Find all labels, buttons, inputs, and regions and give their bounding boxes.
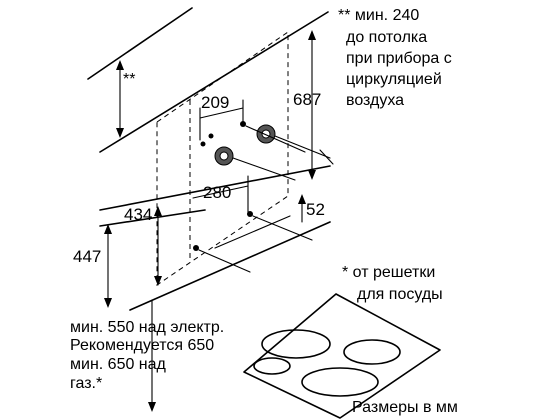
ceiling-note-line5: воздуха (346, 92, 404, 109)
ceiling-line (87, 7, 193, 80)
hood-bottom-edge (99, 209, 206, 227)
cooktop-zone-3 (253, 357, 291, 375)
ceiling-note-line3: при прибора с (346, 50, 452, 67)
dim-447-label: 447 (73, 247, 101, 266)
ceiling-note-line1: ** мин. 240 (338, 7, 419, 24)
hob-arrow-down (148, 402, 156, 412)
hood-inner-line (214, 215, 291, 249)
dim-52-label: 52 (306, 200, 325, 219)
grille-note-line1: * от решетки (342, 264, 435, 281)
screw-lower-right (247, 211, 313, 241)
hob-note-line4: газ.* (70, 375, 102, 392)
dim-280-line (192, 185, 249, 199)
hob-note-line1: мин. 550 над электр. (70, 319, 224, 336)
ceiling-mark-label: ** (123, 71, 135, 88)
dim-434-arrow-up (154, 206, 162, 216)
ceiling-lower-line (99, 11, 329, 153)
ceiling-note-line4: циркуляцией (346, 71, 442, 88)
hood-lower-line (129, 221, 331, 311)
hob-note-line3: мин. 650 над (70, 356, 167, 373)
wall-plug-upper-right (256, 124, 334, 165)
dim-687-label: 687 (293, 90, 321, 109)
cooktop-zone-1 (261, 329, 331, 359)
cooktop-zone-2 (343, 339, 401, 365)
wall-plug-upper-left (214, 146, 296, 181)
dim-209-label: 209 (201, 93, 229, 112)
cooktop (243, 293, 441, 419)
hood-top-edge (99, 165, 331, 211)
hob-note-line2: Рекомендуется 650 (70, 337, 214, 354)
grille-note-line2: для посуды (357, 286, 443, 303)
ceiling-note-line2: до потолка (346, 29, 427, 46)
screw-mid (200, 133, 214, 147)
dim-687-arrow-up (308, 30, 316, 40)
ceiling-arrow-down (116, 128, 124, 138)
cooktop-outline (243, 293, 441, 419)
dim-434-label: 434 (124, 205, 152, 224)
screw-lower-left (193, 245, 251, 273)
dim-280-label: 280 (203, 183, 231, 202)
dim-687-arrow-down (308, 170, 316, 180)
cooktop-zone-4 (301, 367, 379, 397)
screw-upper (240, 121, 306, 153)
units-note: Размеры в мм (352, 399, 458, 416)
dim-447-arrow-down (104, 298, 112, 308)
dim-434-arrow-down (154, 276, 162, 286)
dim-447-arrow-up (104, 224, 112, 234)
mounting-area-outline (156, 31, 289, 286)
ceiling-arrow-up (116, 60, 124, 70)
dim-52-arrow (298, 194, 306, 204)
dim-209-line (199, 107, 244, 119)
